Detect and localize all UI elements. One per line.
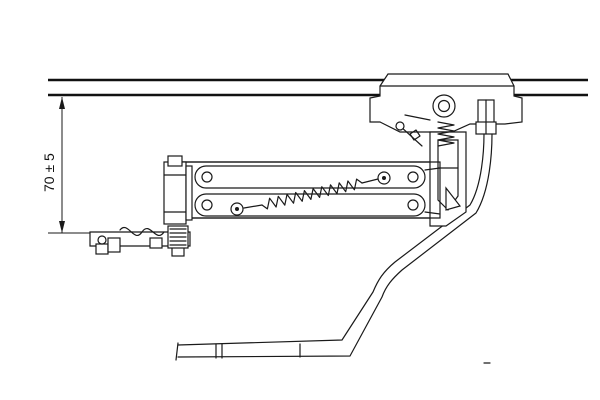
hanger-bracket <box>429 131 467 227</box>
cable <box>175 133 493 361</box>
upper-spring <box>395 121 455 147</box>
cable-connector <box>475 99 497 135</box>
arm-links <box>169 161 441 219</box>
dimension-label: 70 ± 5 <box>41 153 57 192</box>
tension-spring <box>230 171 391 216</box>
mounting-base <box>89 225 191 257</box>
height-dimension <box>48 97 178 234</box>
arm-clamp <box>163 155 193 225</box>
spring-coil <box>261 178 363 210</box>
